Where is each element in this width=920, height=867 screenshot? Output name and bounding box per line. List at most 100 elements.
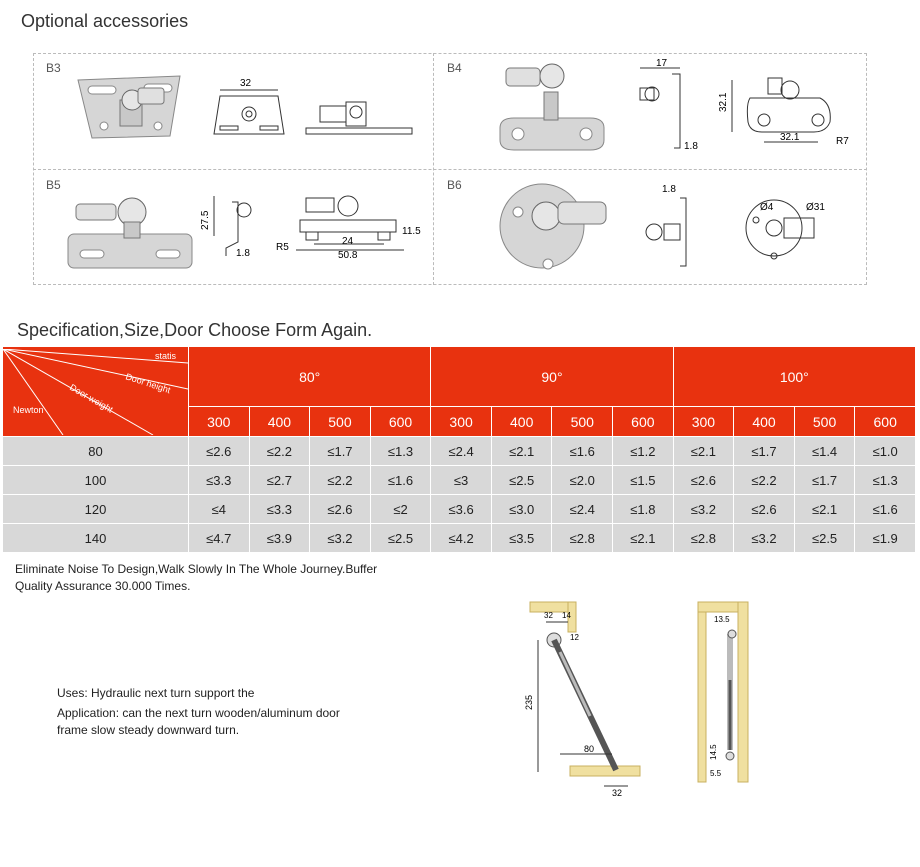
- table-corner: statis Door height Door weight Newton: [3, 347, 188, 436]
- spec-value-cell: ≤4.2: [431, 524, 491, 552]
- height-header: 300: [431, 407, 491, 436]
- spec-value-cell: ≤2.8: [552, 524, 613, 552]
- b5-dim-50-8: 50.8: [338, 250, 358, 261]
- b5-dim-24: 24: [342, 236, 354, 247]
- spec-value-cell: ≤1.6: [370, 466, 431, 494]
- spec-value-cell: ≤2.4: [431, 437, 491, 465]
- b3-photo: [77, 75, 181, 139]
- corner-door-height: Door height: [124, 371, 172, 395]
- spec-value-cell: ≤3.0: [491, 495, 552, 523]
- divider: [33, 169, 867, 170]
- uses-line-2: Application: can the next turn wooden/al…: [57, 706, 340, 720]
- accessory-label-b5: B5: [46, 178, 61, 192]
- spec-value-cell: ≤3.3: [189, 466, 249, 494]
- spec-value-cell: ≤1.6: [552, 437, 613, 465]
- corner-diagonals: statis Door height Door weight Newton: [3, 348, 188, 435]
- spec-value-cell: ≤3.3: [249, 495, 310, 523]
- b4-drawing-top: [731, 77, 831, 143]
- height-header: 600: [370, 407, 431, 436]
- down-dim-5-5: 5.5: [710, 769, 722, 778]
- accessory-label-b4: B4: [447, 61, 462, 75]
- install-diagram-down: 13.5 14.5 5.5: [697, 601, 749, 783]
- spec-value-cell: ≤2.1: [794, 495, 855, 523]
- b3-drawing-front: [213, 89, 285, 135]
- accessory-label-b6: B6: [447, 178, 462, 192]
- table-row: 120≤4≤3.3≤2.6≤2≤3.6≤3.0≤2.4≤1.8≤3.2≤2.6≤…: [3, 495, 915, 523]
- spec-value-cell: ≤3.2: [734, 524, 794, 552]
- spec-value-cell: ≤2.1: [613, 524, 673, 552]
- height-header: 300: [673, 407, 734, 436]
- note-line-1: Eliminate Noise To Design,Walk Slowly In…: [15, 562, 378, 576]
- b5-dim-27-5: 27.5: [200, 210, 211, 230]
- table-row: 100≤3.3≤2.7≤2.2≤1.6≤3≤2.5≤2.0≤1.5≤2.6≤2.…: [3, 466, 915, 494]
- b6-illustrations: 1.8 Ø4 Ø31: [499, 183, 825, 270]
- spec-value-cell: ≤2.2: [310, 466, 370, 494]
- b5-photo: [67, 197, 193, 269]
- door-weight-cell: 80: [3, 437, 188, 465]
- spec-value-cell: ≤2.0: [552, 466, 613, 494]
- spec-value-cell: ≤1.7: [794, 466, 855, 494]
- spec-value-cell: ≤3.6: [431, 495, 491, 523]
- spec-value-cell: ≤3.2: [673, 495, 734, 523]
- height-header: 400: [491, 407, 552, 436]
- lift-dim-12: 12: [570, 633, 579, 642]
- spec-value-cell: ≤2.6: [734, 495, 794, 523]
- down-dim-14-5: 14.5: [709, 744, 718, 760]
- spec-value-cell: ≤2.2: [249, 437, 310, 465]
- spec-value-cell: ≤2.6: [310, 495, 370, 523]
- spec-value-cell: ≤2.5: [370, 524, 431, 552]
- height-header: 500: [310, 407, 370, 436]
- spec-value-cell: ≤2.5: [794, 524, 855, 552]
- spec-value-cell: ≤1.4: [794, 437, 855, 465]
- accessories-heading: Optional accessories: [21, 11, 189, 31]
- corner-newton: Newton: [13, 405, 44, 415]
- b5-drawing-side: [213, 196, 252, 256]
- angle-header: 80°: [189, 347, 431, 406]
- spec-value-cell: ≤3.9: [249, 524, 310, 552]
- b5-dim-r5: R5: [276, 242, 289, 253]
- b4-dim-1-8: 1.8: [684, 141, 698, 152]
- spec-value-cell: ≤1.6: [855, 495, 915, 523]
- b4-illustrations: 17 1.8 32.1 32.1 R7: [499, 58, 849, 152]
- b4-dim-32-1-v: 32.1: [718, 92, 729, 112]
- spec-value-cell: ≤3.5: [491, 524, 552, 552]
- install-diagram-lift: 32 14 12 235 80 32: [524, 601, 641, 798]
- spec-value-cell: ≤4: [189, 495, 249, 523]
- door-weight-cell: 100: [3, 466, 188, 494]
- b6-dim-1-8: 1.8: [662, 184, 676, 195]
- height-header: 500: [794, 407, 855, 436]
- lift-dim-32-bottom: 32: [612, 788, 622, 798]
- b4-photo: [499, 63, 605, 151]
- spec-value-cell: ≤1.2: [613, 437, 673, 465]
- spec-value-cell: ≤1.9: [855, 524, 915, 552]
- lift-dim-80: 80: [584, 744, 594, 754]
- table-row: 140≤4.7≤3.9≤3.2≤2.5≤4.2≤3.5≤2.8≤2.1≤2.8≤…: [3, 524, 915, 552]
- accessory-label-b3: B3: [46, 61, 61, 75]
- lift-dim-14: 14: [562, 611, 571, 620]
- spec-value-cell: ≤1.7: [734, 437, 794, 465]
- angle-header: 90°: [431, 347, 673, 406]
- spec-value-cell: ≤2.5: [491, 466, 552, 494]
- corner-statis: statis: [155, 351, 177, 361]
- uses-line-1: Uses: Hydraulic next turn support the: [57, 686, 255, 700]
- b4-dim-17: 17: [656, 58, 668, 69]
- height-header: 400: [249, 407, 310, 436]
- height-header: 600: [613, 407, 673, 436]
- spec-value-cell: ≤1.7: [310, 437, 370, 465]
- height-header: 400: [734, 407, 794, 436]
- spec-value-cell: ≤2.1: [673, 437, 734, 465]
- lift-dim-32-top: 32: [544, 611, 553, 620]
- b3-illustrations: 32: [77, 75, 413, 139]
- spec-value-cell: ≤3: [431, 466, 491, 494]
- spec-value-cell: ≤2.1: [491, 437, 552, 465]
- spec-value-cell: ≤2.6: [673, 466, 734, 494]
- spec-value-cell: ≤2.7: [249, 466, 310, 494]
- angle-header: 100°: [673, 347, 915, 406]
- spec-value-cell: ≤3.2: [310, 524, 370, 552]
- note-line-2: Quality Assurance 30.000 Times.: [15, 579, 191, 593]
- height-header: 500: [552, 407, 613, 436]
- spec-value-cell: ≤4.7: [189, 524, 249, 552]
- spec-value-cell: ≤2.4: [552, 495, 613, 523]
- spec-value-cell: ≤2.2: [734, 466, 794, 494]
- b6-photo: [499, 183, 607, 270]
